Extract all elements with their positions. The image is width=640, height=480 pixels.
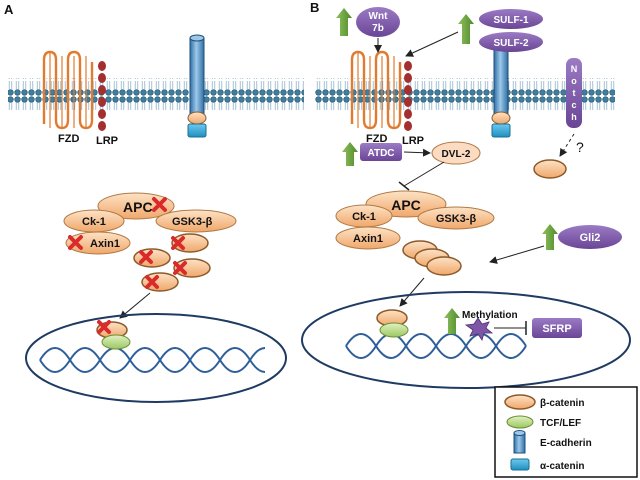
cell-membrane-a (8, 78, 304, 110)
methylation-star-icon (464, 317, 494, 341)
methylation-label: Methylation (462, 310, 518, 321)
gsk3b-node-a (155, 209, 237, 233)
notch-letter: c (571, 100, 576, 110)
translocation-arrow-b (399, 277, 425, 307)
tcf-lef-ellipse-icon (506, 415, 534, 429)
apc-label-a: APC (123, 199, 153, 215)
dvl2-node (431, 141, 481, 165)
gli2-arrow (489, 245, 545, 264)
notch-label: N o t c h (571, 64, 578, 122)
wnt7b-label-line2: 7b (372, 23, 384, 34)
upregulation-arrow-icon (342, 142, 358, 166)
nucleus-a (25, 313, 287, 403)
sfrp-node (532, 318, 582, 338)
panel-a-label: A (4, 2, 14, 17)
red-x-icon (152, 197, 167, 212)
sulf2-label: SULF-2 (494, 38, 529, 49)
legend-label-tcf-lef: TCF/LEF (540, 418, 581, 429)
beta-catenin-stack-b (402, 240, 462, 276)
atdc-arrow (403, 148, 431, 157)
dvl2-label: DVL-2 (442, 149, 471, 160)
beta-catenin-ellipse-icon (504, 394, 536, 410)
notch-letter: o (571, 76, 577, 86)
alpha-catenin-box-icon (510, 458, 530, 471)
dna-helix-a (39, 347, 266, 373)
notch-letter: t (573, 88, 576, 98)
atdc-label: ATDC (367, 148, 394, 159)
fzd-label-b: FZD (366, 133, 387, 145)
notch-letter: h (571, 112, 577, 122)
dvl2-inhibition (398, 161, 445, 191)
notch-dashed-arrow (559, 133, 575, 157)
tcf-lef-nuclear-b (379, 322, 409, 338)
lrp-label-a: LRP (96, 135, 118, 147)
legend: β-catenin TCF/LEF E-cadherin α-catenin (494, 386, 638, 478)
gsk3b-node-b (417, 206, 495, 230)
tcf-lef-nuclear-a (101, 334, 131, 350)
lrp-receptor-b (404, 61, 412, 131)
lrp-receptor-a (98, 61, 106, 131)
legend-label-beta-catenin: β-catenin (540, 398, 584, 409)
beta-catenin-cluster-a (133, 233, 211, 292)
gli2-label: Gli2 (580, 232, 601, 244)
upregulation-arrow-icon (542, 224, 558, 250)
notch-question-mark: ? (576, 139, 584, 155)
gsk3b-label-a: GSK3-β (172, 216, 213, 228)
sulf2-node (479, 32, 543, 52)
nucleus-b (301, 291, 631, 389)
axin1-node-b (335, 226, 401, 250)
red-x-icon (97, 320, 111, 334)
upregulation-arrow-icon (458, 14, 474, 44)
fzd-receptor-a (42, 50, 94, 130)
e-cadherin-a (187, 34, 207, 125)
panel-b-label: B (310, 0, 319, 15)
e-cadherin-cylinder-icon (513, 430, 526, 454)
upregulation-arrow-icon (444, 308, 460, 334)
fzd-receptor-b (350, 50, 402, 130)
sulf1-node (479, 9, 543, 29)
notch-letter: N (571, 64, 578, 74)
wnt7b-label-line1: Wnt (369, 11, 389, 22)
axin1-label-b: Axin1 (353, 233, 383, 245)
gli2-node (558, 225, 622, 249)
sfrp-label: SFRP (542, 323, 571, 335)
beta-catenin-notch (533, 159, 567, 179)
red-x-icon (68, 235, 83, 250)
ck1-label-b: Ck-1 (352, 211, 376, 223)
translocation-arrow-a (119, 292, 151, 319)
apc-label-b: APC (391, 197, 421, 213)
alpha-catenin-b (491, 123, 511, 138)
destruction-complex-b: APC Ck-1 GSK3-β Axin1 (335, 190, 495, 250)
axin1-label-a: Axin1 (90, 238, 120, 250)
sulf1-label: SULF-1 (494, 15, 529, 26)
methylation-inhibition (494, 321, 527, 335)
legend-label-alpha-catenin: α-catenin (540, 461, 585, 472)
legend-label-e-cadherin: E-cadherin (540, 438, 592, 449)
dna-helix-b (345, 333, 527, 359)
gsk3b-label-b: GSK3-β (436, 213, 477, 225)
lrp-label-b: LRP (402, 135, 424, 147)
alpha-catenin-a (187, 123, 207, 138)
sulf-arrow (405, 31, 459, 57)
notch-receptor (566, 58, 582, 128)
wnt7b-node (356, 7, 400, 37)
destruction-complex-a: APC Ck-1 GSK3-β Axin1 (63, 192, 237, 255)
upregulation-arrow-icon (336, 8, 352, 36)
atdc-node (360, 143, 402, 161)
ck1-label-a: Ck-1 (82, 216, 106, 228)
fzd-label-a: FZD (58, 133, 79, 145)
